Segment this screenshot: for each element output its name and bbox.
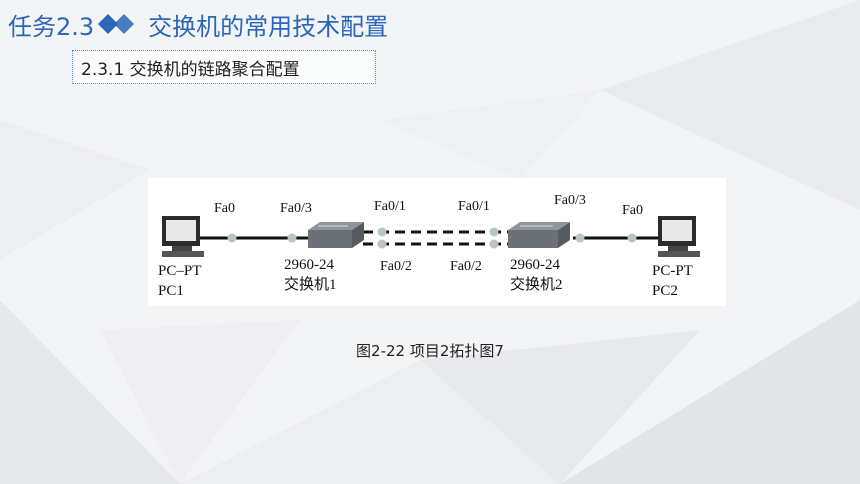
pc2-type-label: PC-PT xyxy=(652,263,693,279)
pc2-port-label: Fa0 xyxy=(622,203,643,218)
task-number: 任务2.3 xyxy=(8,12,95,41)
topology-figure: Fa0 Fa0/3 Fa0/1 Fa0/2 Fa0/1 Fa0/2 Fa0/3 … xyxy=(148,178,726,306)
pc1-type-label: PC–PT xyxy=(158,263,202,279)
switch1-port-pc-label: Fa0/3 xyxy=(280,201,312,216)
pc1-name-label: PC1 xyxy=(158,283,184,299)
switch2-icon xyxy=(508,222,570,248)
pc2-name-label: PC2 xyxy=(652,283,678,299)
switch1-icon xyxy=(308,222,364,248)
switch1-port-a-label: Fa0/1 xyxy=(374,199,406,214)
figure-caption: 图2-22 项目2拓扑图7 xyxy=(356,342,504,360)
pc1-port-label: Fa0 xyxy=(214,201,235,216)
topology-diagram xyxy=(162,216,700,257)
switch2-port-b-label: Fa0/2 xyxy=(450,259,482,274)
section-heading-text: 2.3.1 交换机的链路聚合配置 xyxy=(81,59,300,80)
pc1-icon xyxy=(162,216,204,257)
diamond-icon xyxy=(98,14,142,34)
switch1-port-b-label: Fa0/2 xyxy=(380,259,412,274)
switch2-port-pc-label: Fa0/3 xyxy=(554,193,586,208)
pc2-icon xyxy=(658,216,700,257)
switch1-name-label: 交换机1 xyxy=(284,277,337,293)
switch1-model-label: 2960-24 xyxy=(284,257,334,273)
switch2-name-label: 交换机2 xyxy=(510,277,563,293)
title-text: 交换机的常用技术配置 xyxy=(148,12,389,41)
switch2-port-a-label: Fa0/1 xyxy=(458,199,490,214)
switch2-model-label: 2960-24 xyxy=(510,257,560,273)
slide-title: 任务2.3 交换机的常用技术配置 xyxy=(8,6,388,42)
section-heading: 2.3.1 交换机的链路聚合配置 xyxy=(72,50,376,84)
